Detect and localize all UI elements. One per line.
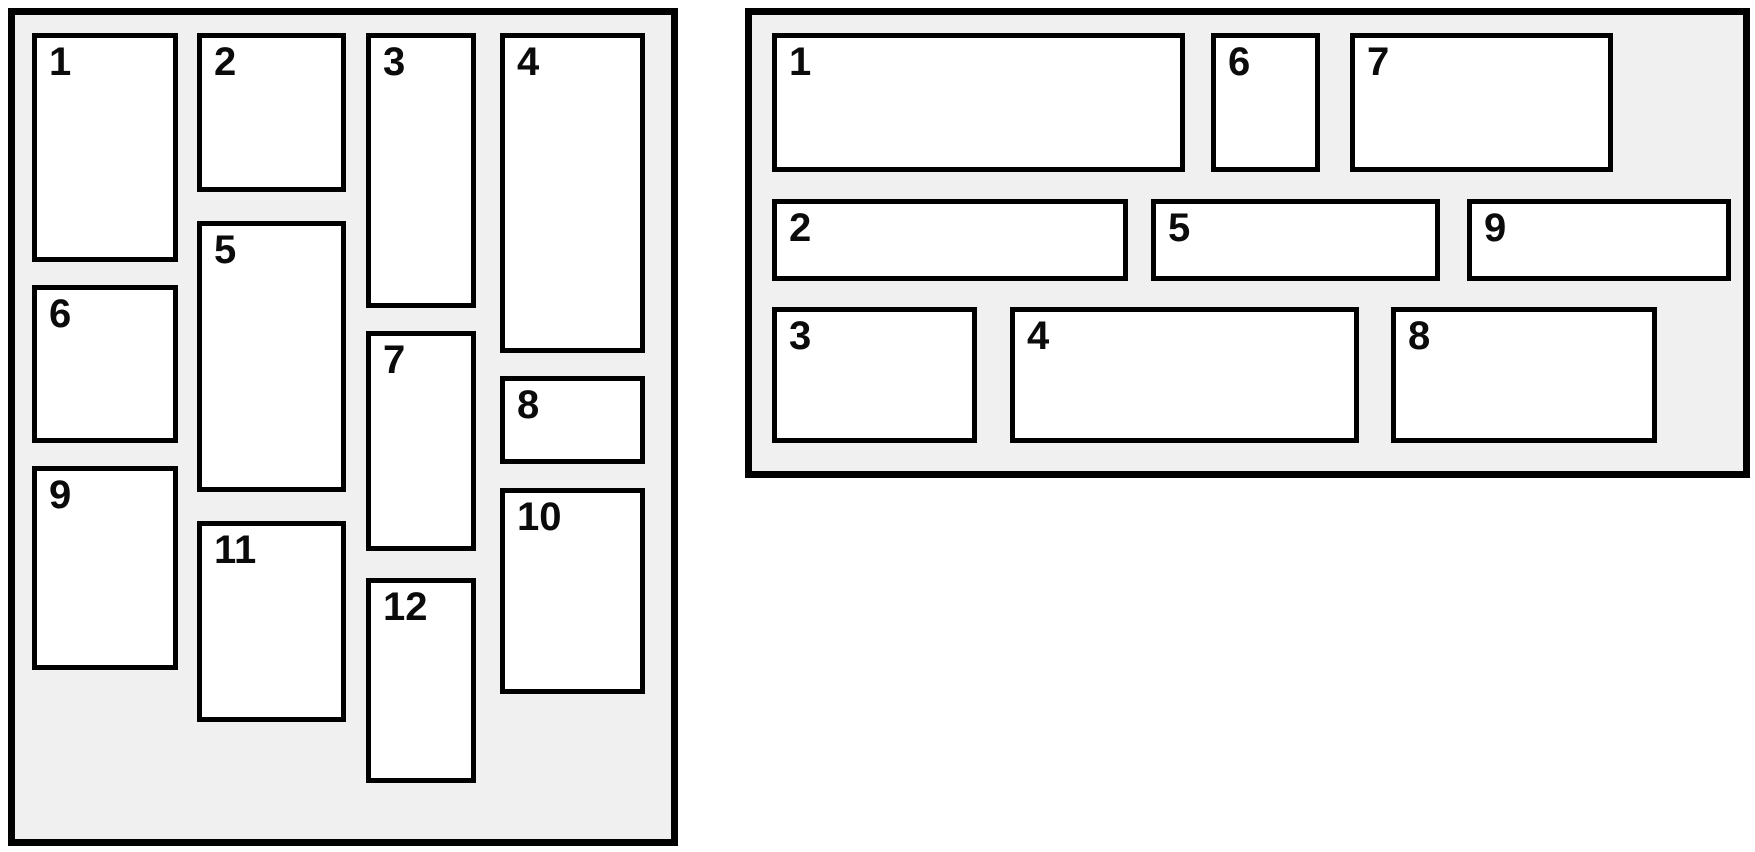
card-number-label: 12 xyxy=(383,585,428,629)
card-number-label: 8 xyxy=(517,383,540,427)
card-number-label: 8 xyxy=(1408,314,1431,358)
card-number-label: 9 xyxy=(1484,206,1507,250)
card-number-label: 9 xyxy=(49,473,72,517)
vertical-masonry-panel-card-11: 11 xyxy=(197,521,346,722)
vertical-masonry-panel-card-10: 10 xyxy=(500,488,645,694)
card-number-label: 7 xyxy=(1367,40,1390,84)
card-number-label: 6 xyxy=(1228,40,1251,84)
horizontal-masonry-panel-card-4: 4 xyxy=(1010,307,1359,443)
horizontal-masonry-panel-card-2: 2 xyxy=(772,199,1128,281)
card-number-label: 2 xyxy=(214,40,237,84)
card-number-label: 5 xyxy=(214,228,237,272)
vertical-masonry-panel-card-5: 5 xyxy=(197,221,346,492)
vertical-masonry-panel-card-4: 4 xyxy=(500,33,645,353)
card-number-label: 7 xyxy=(383,338,406,382)
vertical-masonry-panel-card-1: 1 xyxy=(32,33,178,262)
card-number-label: 4 xyxy=(517,40,540,84)
vertical-masonry-panel-card-7: 7 xyxy=(366,331,476,551)
vertical-masonry-panel-card-9: 9 xyxy=(32,466,178,670)
horizontal-masonry-panel-card-5: 5 xyxy=(1151,199,1440,281)
vertical-masonry-panel-card-2: 2 xyxy=(197,33,346,192)
card-number-label: 10 xyxy=(517,495,562,539)
card-number-label: 11 xyxy=(214,528,257,572)
horizontal-masonry-panel-card-3: 3 xyxy=(772,307,977,443)
horizontal-masonry-panel-card-9: 9 xyxy=(1467,199,1731,281)
card-number-label: 5 xyxy=(1168,206,1191,250)
vertical-masonry-panel-card-3: 3 xyxy=(366,33,476,308)
card-number-label: 3 xyxy=(789,314,812,358)
card-number-label: 2 xyxy=(789,206,812,250)
card-number-label: 4 xyxy=(1027,314,1050,358)
horizontal-masonry-panel: 1 2 3 4 5 6 7 8 9 xyxy=(745,8,1750,478)
horizontal-masonry-panel-card-8: 8 xyxy=(1391,307,1657,443)
card-number-label: 6 xyxy=(49,292,72,336)
card-number-label: 3 xyxy=(383,40,406,84)
vertical-masonry-panel-card-8: 8 xyxy=(500,376,645,464)
card-number-label: 1 xyxy=(789,40,812,84)
horizontal-masonry-panel-card-1: 1 xyxy=(772,33,1185,172)
vertical-masonry-panel-card-12: 12 xyxy=(366,578,476,783)
card-number-label: 1 xyxy=(49,40,72,84)
horizontal-masonry-panel-card-6: 6 xyxy=(1211,33,1320,172)
vertical-masonry-panel-card-6: 6 xyxy=(32,285,178,443)
horizontal-masonry-panel-card-7: 7 xyxy=(1350,33,1613,172)
